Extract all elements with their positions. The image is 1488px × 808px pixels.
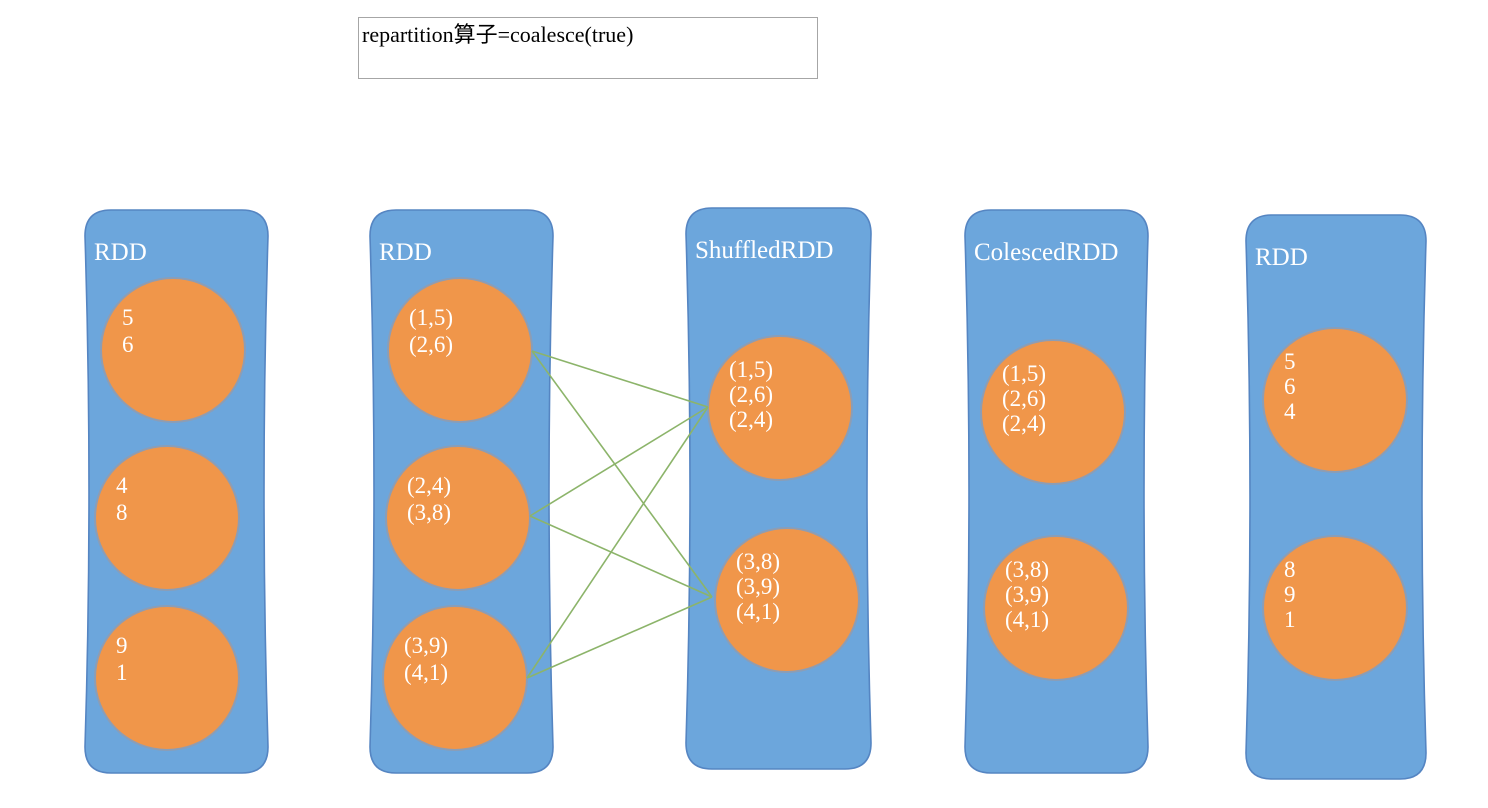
partition-value: (2,6) — [409, 332, 453, 357]
shuffle-edge — [529, 406, 709, 517]
shuffle-edge — [531, 350, 713, 598]
partition: 56 — [100, 277, 246, 423]
rdd-column-label: RDD — [1255, 244, 1308, 271]
partition: 48 — [94, 445, 240, 591]
partition-value: 5 — [1284, 349, 1296, 374]
partition-value: 9 — [1284, 582, 1296, 607]
rdd-column-shape — [685, 207, 872, 770]
partition-value: (3,8) — [407, 500, 451, 525]
partition-value: 4 — [1284, 399, 1296, 424]
partition-value: (3,9) — [404, 633, 448, 658]
rdd-column-label: ColescedRDD — [974, 239, 1118, 266]
partition-value: 6 — [122, 332, 134, 357]
partition-circle — [1262, 327, 1408, 473]
partition-circle — [94, 605, 240, 751]
rdd-column-shape — [1245, 214, 1427, 780]
partition-circle — [100, 277, 246, 423]
partition: (3,8)(3,9)(4,1) — [714, 527, 860, 673]
shuffle-edge — [531, 350, 709, 408]
partition: (1,5)(2,6) — [387, 277, 533, 423]
partition-value: (4,1) — [1005, 607, 1049, 632]
partition-value: (3,9) — [1005, 582, 1049, 607]
partition-value: (4,1) — [404, 660, 448, 685]
partition-value: (2,4) — [729, 407, 773, 432]
partition-circle — [980, 339, 1126, 485]
partition-value: (3,9) — [736, 574, 780, 599]
partition: (3,9)(4,1) — [382, 605, 528, 751]
partition-value: 8 — [1284, 557, 1296, 582]
rdd-column: ShuffledRDD (1,5)(2,6)(2,4) (3,8)(3,9)(4,1… — [685, 207, 872, 770]
shuffle-edge — [526, 596, 713, 679]
title-box: repartition算子=coalesce(true) — [358, 17, 818, 79]
partition-value: 5 — [122, 305, 134, 330]
partition-value: 9 — [116, 633, 128, 658]
partition: (1,5)(2,6)(2,4) — [707, 335, 853, 481]
partition-value: (1,5) — [1002, 361, 1046, 386]
partition: (2,4)(3,8) — [385, 445, 531, 591]
partition-value: (2,6) — [1002, 386, 1046, 411]
rdd-column: ColescedRDD (1,5)(2,6)(2,4) (3,8)(3,9)(4,1… — [964, 209, 1149, 774]
partition-value: 1 — [1284, 607, 1296, 632]
rdd-column: RDD 564 891 — [1245, 214, 1427, 780]
partition: 891 — [1262, 535, 1408, 681]
partition-value: (3,8) — [1005, 557, 1049, 582]
partition-value: (4,1) — [736, 599, 780, 624]
partition-value: (3,8) — [736, 549, 780, 574]
partition-circle — [385, 445, 531, 591]
rdd-column: RDD(1,5)(2,6)(2,4)(3,8)(3,9)(4,1) — [369, 209, 554, 774]
partition: (1,5)(2,6)(2,4) — [980, 339, 1126, 485]
rdd-column-label: RDD — [379, 239, 432, 266]
shuffle-edge — [529, 515, 713, 598]
partition-value: (2,4) — [407, 473, 451, 498]
partition-circle — [1262, 535, 1408, 681]
title-text: repartition算子=coalesce(true) — [362, 22, 634, 47]
partition-value: (2,6) — [729, 382, 773, 407]
partition-value: 1 — [116, 660, 128, 685]
partition-value: 6 — [1284, 374, 1296, 399]
partition: (3,8)(3,9)(4,1) — [983, 535, 1129, 681]
partition-value: 4 — [116, 473, 128, 498]
rdd-column-label: ShuffledRDD — [695, 237, 833, 264]
partition-value: 8 — [116, 500, 128, 525]
rdd-column-label: RDD — [94, 239, 147, 266]
partition-value: (1,5) — [729, 357, 773, 382]
partition-circle — [94, 445, 240, 591]
partition-circle — [983, 535, 1129, 681]
partition: 564 — [1262, 327, 1408, 473]
shuffle-edge — [526, 406, 709, 679]
partition-value: (1,5) — [409, 305, 453, 330]
rdd-column-shape — [964, 209, 1149, 774]
partition: 91 — [94, 605, 240, 751]
partition-circle — [714, 527, 860, 673]
partition-value: (2,4) — [1002, 411, 1046, 436]
partition-circle — [387, 277, 533, 423]
